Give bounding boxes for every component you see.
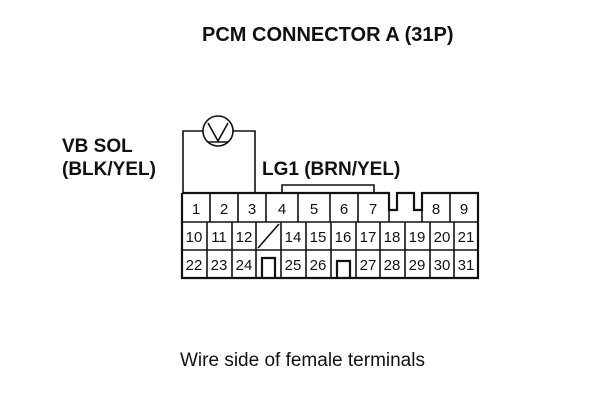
pin-27: 27 xyxy=(360,257,377,274)
pin-8: 8 xyxy=(432,201,440,218)
pin-21: 21 xyxy=(458,229,475,246)
pin-4: 4 xyxy=(278,201,286,218)
lg1-label: LG1 (BRN/YEL) xyxy=(262,159,400,180)
vb-sol-wire-color: (BLK/YEL) xyxy=(62,159,156,180)
pin-10: 10 xyxy=(186,229,203,246)
row3-notch-left xyxy=(260,256,277,278)
pin-25: 25 xyxy=(285,257,302,274)
pin-2: 2 xyxy=(220,201,228,218)
pin-16: 16 xyxy=(335,229,352,246)
pin-23: 23 xyxy=(211,257,228,274)
pin-26: 26 xyxy=(310,257,327,274)
pin-30: 30 xyxy=(434,257,451,274)
empty-cavity-slash xyxy=(257,223,280,249)
diagram-caption: Wire side of female terminals xyxy=(180,350,425,371)
pin-9: 9 xyxy=(460,201,468,218)
row3-pins: 22 23 24 25 26 27 28 29 30 31 xyxy=(186,257,475,274)
pin-20: 20 xyxy=(434,229,451,246)
pin-11: 11 xyxy=(211,229,227,246)
pin-28: 28 xyxy=(384,257,401,274)
pin-7: 7 xyxy=(369,201,377,218)
pin-1: 1 xyxy=(192,201,200,218)
pin-24: 24 xyxy=(236,257,253,274)
pin-3: 3 xyxy=(248,201,256,218)
pin-5: 5 xyxy=(310,201,318,218)
row1-dividers xyxy=(209,193,451,222)
row3-notch-right xyxy=(335,259,352,278)
pin-17: 17 xyxy=(360,229,377,246)
pin-6: 6 xyxy=(340,201,348,218)
pin-31: 31 xyxy=(458,257,475,274)
pin-18: 18 xyxy=(384,229,401,246)
lg1-jumper xyxy=(281,184,375,193)
vb-sol-label: VB SOL xyxy=(62,136,133,157)
pin-22: 22 xyxy=(186,257,203,274)
pin-12: 12 xyxy=(236,229,253,246)
diagram-title: PCM CONNECTOR A (31P) xyxy=(202,24,454,46)
solenoid-symbol-icon xyxy=(182,115,256,193)
row2-dividers xyxy=(206,222,455,250)
pin-15: 15 xyxy=(310,229,327,246)
row2-pins: 10 11 12 14 15 16 17 18 19 20 21 xyxy=(186,229,475,246)
row3-dividers xyxy=(206,250,455,278)
row1-pins: 1 2 3 4 5 6 7 8 9 xyxy=(192,201,468,218)
pin-29: 29 xyxy=(409,257,426,274)
pin-19: 19 xyxy=(409,229,426,246)
pin-14: 14 xyxy=(285,229,302,246)
